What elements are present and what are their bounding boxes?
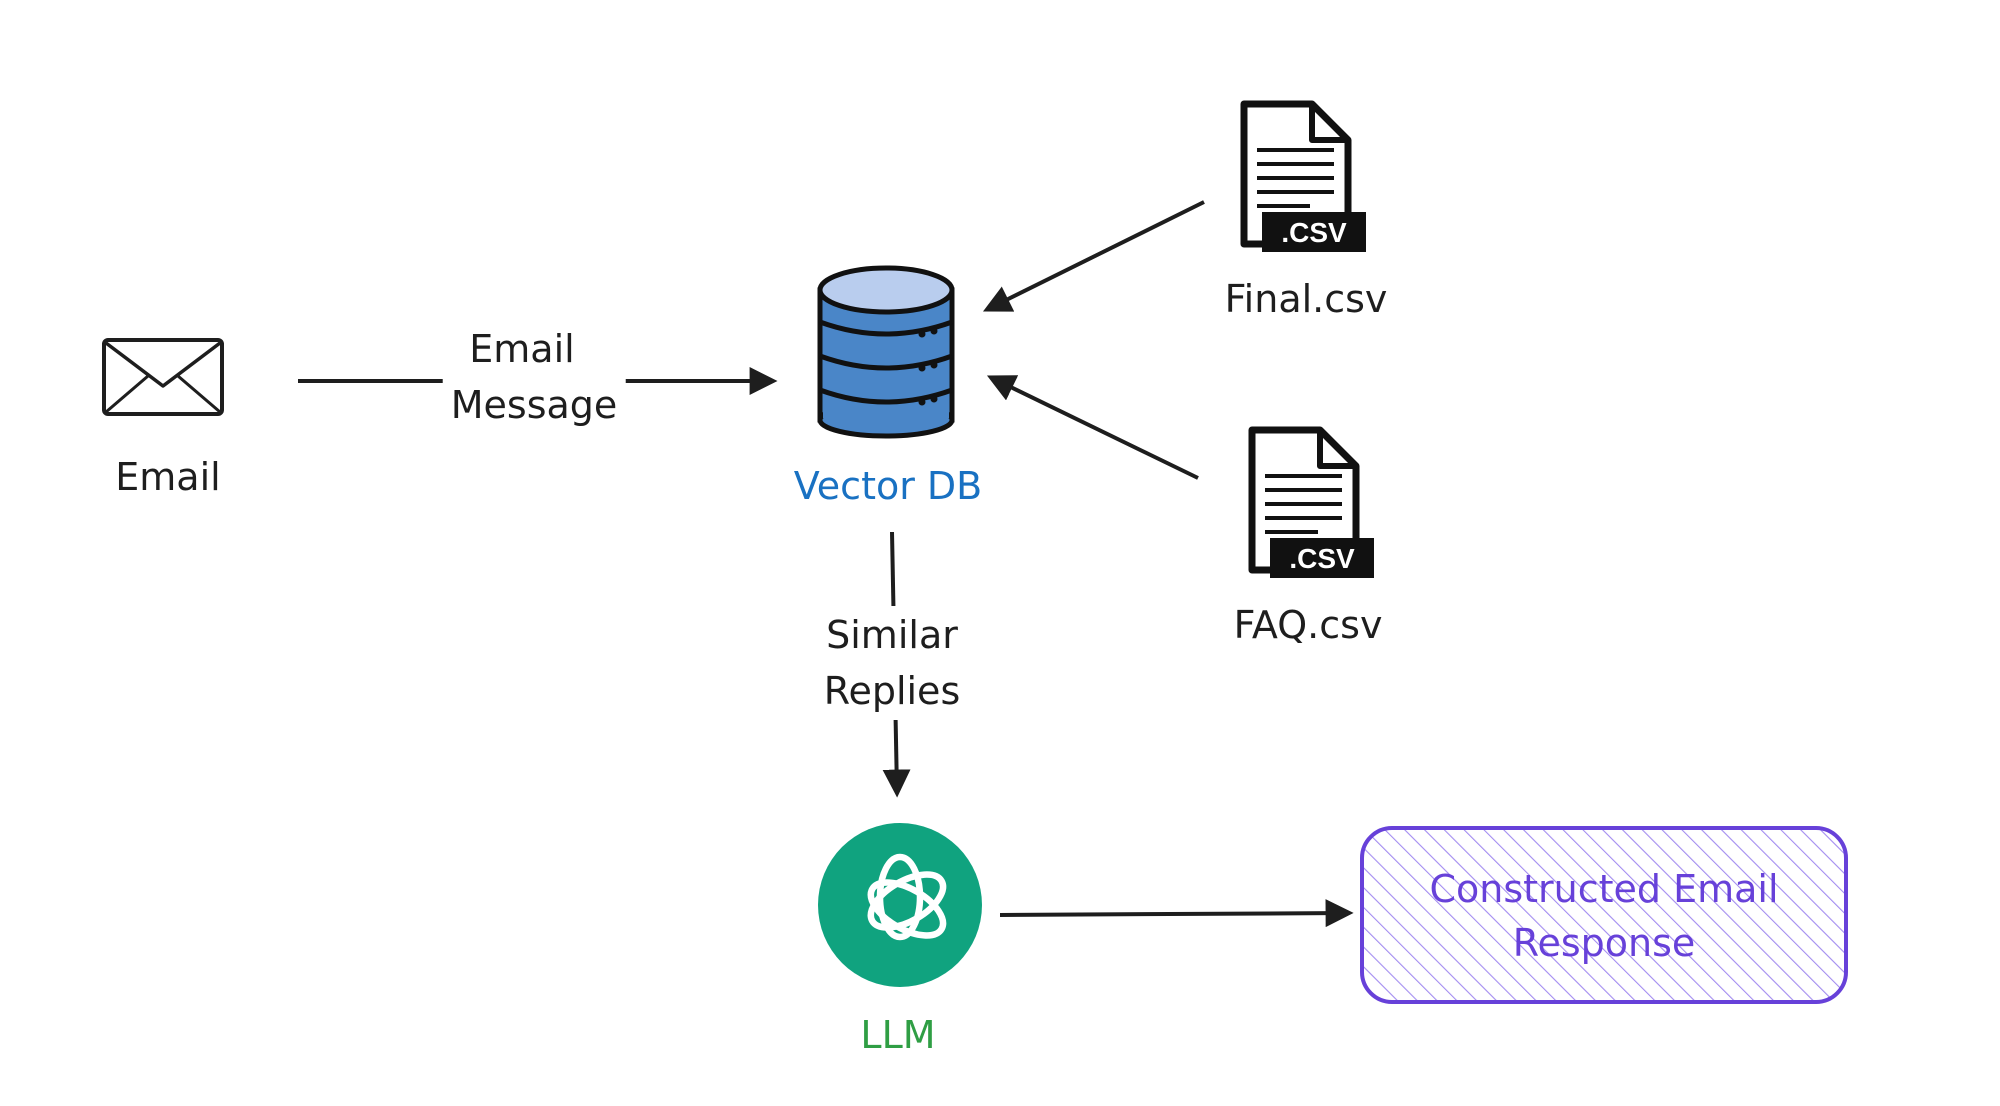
csv-file-icon: .CSV [1248,426,1374,578]
edge-faq-to-db [986,375,1199,480]
edge-label-similar-replies-line1: Similar [818,606,966,664]
faq-csv-label: FAQ.csv [1233,603,1383,647]
final-csv-label: Final.csv [1224,277,1388,321]
edge-label-similar-replies-line2: Replies [815,662,969,720]
csv-file-icon: .CSV [1240,100,1366,252]
edge-label-email-message-line2: Message [442,376,626,434]
edge-label-email-message-line1: Email [461,320,583,378]
edge-llm-to-response [999,899,1354,928]
envelope-icon [102,338,224,416]
csv-badge: .CSV [1281,217,1347,248]
response-box [1360,826,1848,1004]
openai-logo-icon [818,823,982,987]
csv-badge: .CSV [1289,543,1355,574]
response-label-line2: Response [1512,921,1696,965]
edge-final-to-db [982,200,1205,312]
vector-db-label: Vector DB [793,464,983,508]
response-label-line1: Constructed Email [1429,867,1779,911]
llm-label: LLM [860,1013,936,1057]
email-label: Email [115,455,221,499]
database-icon [817,265,955,439]
